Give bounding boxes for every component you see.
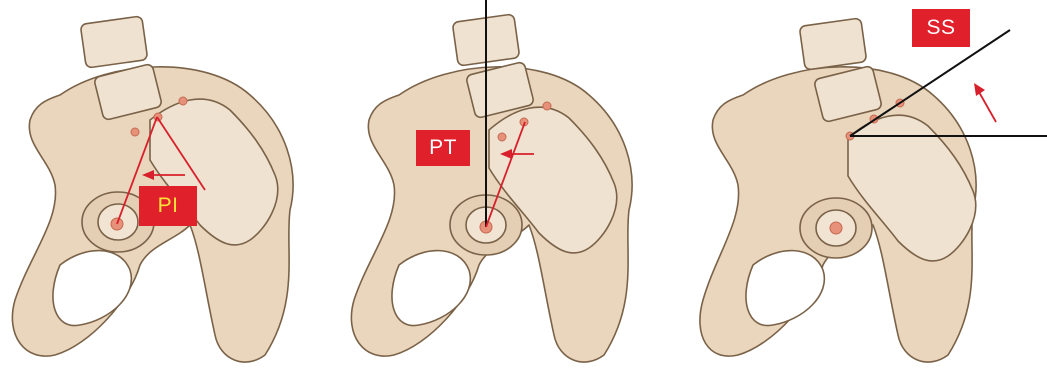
sacral-endplate-point-3 bbox=[543, 102, 551, 110]
pelvic-tilt-panel: PT bbox=[349, 0, 698, 376]
pelvis-illustration-pt bbox=[349, 0, 698, 376]
hip-axis-point bbox=[830, 222, 842, 234]
pt-label: PT bbox=[416, 130, 470, 166]
ss-label: SS bbox=[912, 9, 970, 47]
obturator-foramen bbox=[53, 251, 131, 326]
sacral-endplate-point-3 bbox=[179, 97, 187, 105]
sacral-endplate-point-1 bbox=[131, 128, 139, 136]
pi-label: PI bbox=[139, 186, 197, 226]
sacral-slope-panel: SS bbox=[698, 0, 1047, 376]
sacral-endplate-point-1 bbox=[498, 133, 506, 141]
obturator-foramen bbox=[746, 251, 824, 326]
vertebra-l4 bbox=[799, 18, 867, 70]
obturator-foramen bbox=[392, 251, 470, 326]
pelvis-illustration-ss bbox=[698, 0, 1047, 376]
ss-arrow-shaft bbox=[979, 92, 996, 122]
vertebra-l4 bbox=[80, 16, 148, 68]
pelvic-incidence-panel: PI bbox=[0, 0, 349, 376]
